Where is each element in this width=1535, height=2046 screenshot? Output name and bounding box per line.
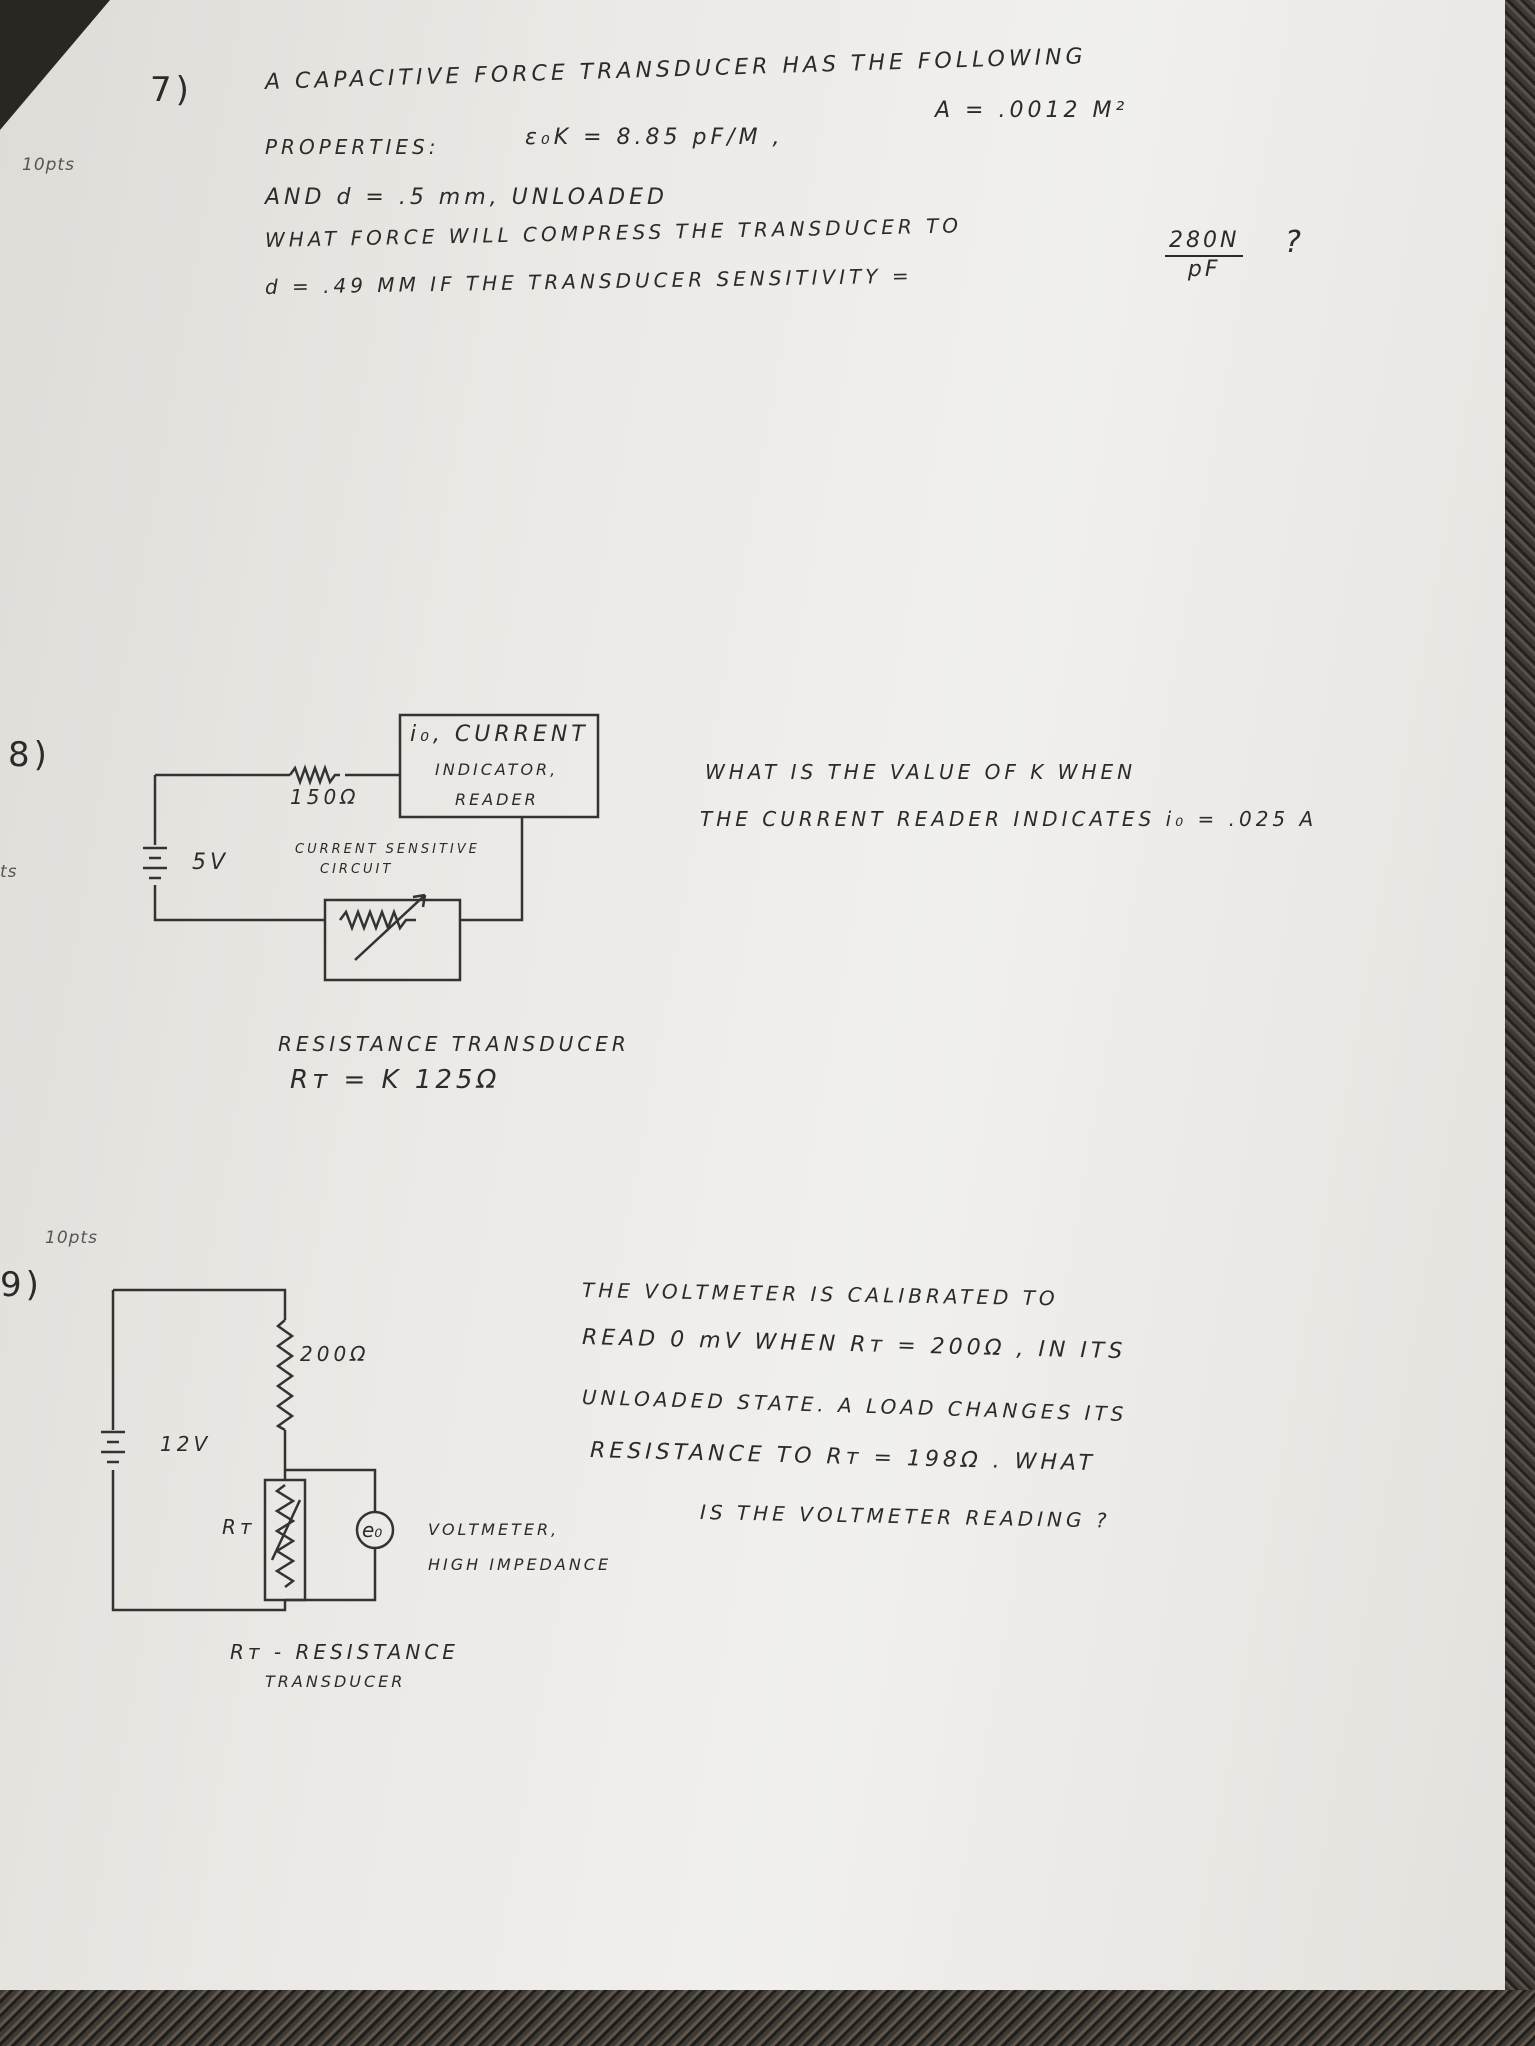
q8-number: 8) bbox=[8, 735, 51, 775]
q8-battery-label: 5V bbox=[192, 850, 230, 875]
q9-rt-legend-2: TRANSDUCER bbox=[265, 1672, 406, 1691]
q9-rt-label: Rᴛ bbox=[222, 1515, 256, 1539]
q8-reader-label-2: INDICATOR, bbox=[435, 760, 559, 779]
q8-transducer-label: RESISTANCE TRANSDUCER bbox=[278, 1032, 630, 1056]
q8-question-line-1: WHAT IS THE VALUE OF K WHEN bbox=[705, 760, 1137, 784]
q8-points: ts bbox=[0, 862, 18, 882]
q7-sensitivity-fraction: 280N pF bbox=[1165, 228, 1244, 282]
q9-rt-legend-1: Rᴛ - RESISTANCE bbox=[230, 1640, 459, 1664]
q7-sensitivity-denominator: pF bbox=[1187, 257, 1221, 282]
q8-reader-label-1: i₀, CURRENT bbox=[410, 722, 589, 747]
q9-battery-label: 12V bbox=[160, 1432, 212, 1456]
q8-resistor-label: 150Ω bbox=[290, 785, 360, 809]
q7-properties-label: PROPERTIES: bbox=[265, 135, 440, 159]
q9-voltmeter-label-1: VOLTMETER, bbox=[428, 1520, 560, 1539]
q9-points: 10pts bbox=[45, 1228, 98, 1248]
q8-circuit-label-2: CIRCUIT bbox=[320, 862, 394, 877]
q8-question-line-2: THE CURRENT READER INDICATES i₀ = .025 A bbox=[700, 807, 1318, 831]
q9-number: 9) bbox=[0, 1265, 43, 1305]
paper-sheet bbox=[0, 0, 1510, 1995]
q7-line3: AND d = .5 mm, UNLOADED bbox=[265, 185, 668, 210]
q8-reader-label-3: READER bbox=[455, 790, 539, 809]
carpet-background-bottom bbox=[0, 1990, 1535, 2046]
q9-voltmeter-label-2: HIGH IMPEDANCE bbox=[428, 1555, 612, 1574]
q8-transducer-formula: Rᴛ = K 125Ω bbox=[290, 1065, 501, 1095]
q7-epsilon-k: ε₀K = 8.85 pF/M , bbox=[525, 125, 784, 150]
q7-number: 7) bbox=[150, 70, 193, 110]
q7-area: A = .0012 M² bbox=[935, 98, 1129, 123]
q9-voltmeter-symbol: e₀ bbox=[362, 1518, 383, 1542]
q7-points: 10pts bbox=[22, 155, 75, 175]
q7-question-mark: ? bbox=[1285, 225, 1305, 260]
q8-circuit-label-1: CURRENT SENSITIVE bbox=[295, 842, 480, 857]
q9-resistor-label: 200Ω bbox=[300, 1342, 370, 1366]
q7-sensitivity-numerator: 280N bbox=[1165, 228, 1244, 257]
carpet-background bbox=[1505, 0, 1535, 2046]
